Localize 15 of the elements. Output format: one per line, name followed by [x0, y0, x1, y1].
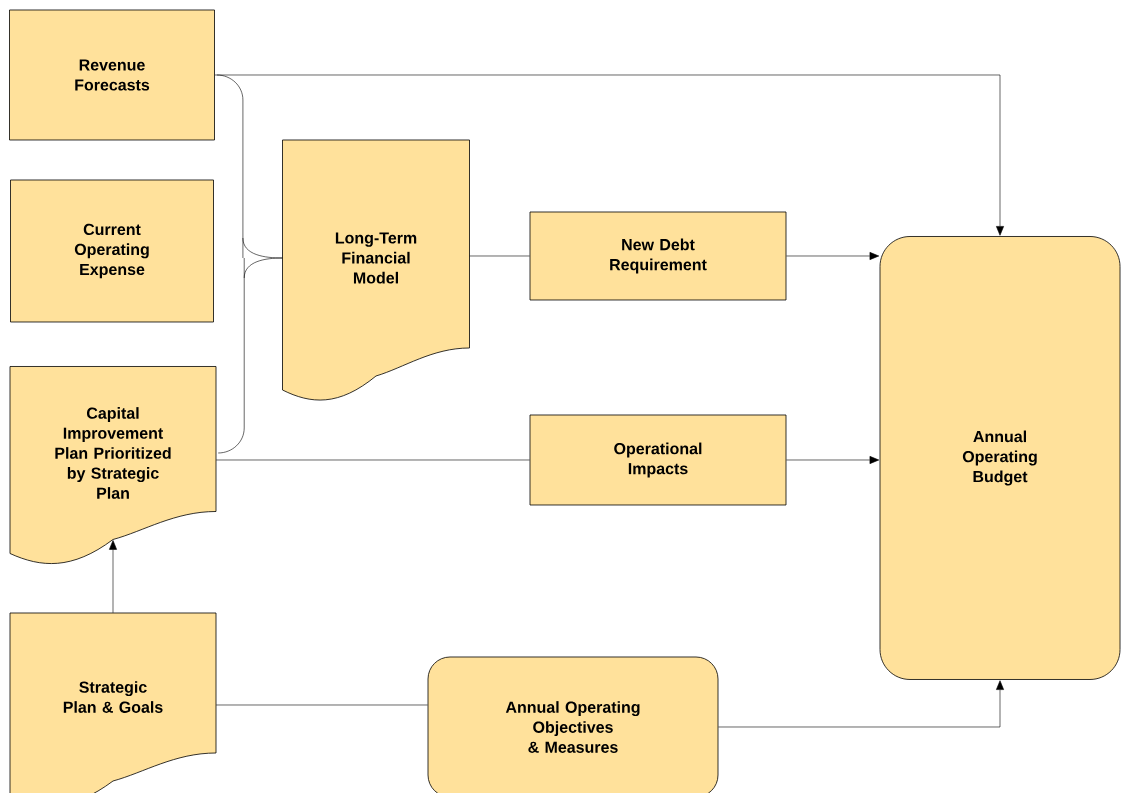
brace — [217, 257, 283, 454]
arrow — [718, 680, 1004, 728]
arrow — [109, 540, 117, 614]
process-box: New Debt Requirement — [529, 211, 787, 301]
arrow — [786, 456, 880, 464]
rounded-box: Annual Operating Budget — [879, 236, 1121, 680]
process-box: Operational Impacts — [529, 414, 787, 506]
arrow — [786, 252, 880, 260]
connector-line — [215, 459, 530, 461]
process-box: Current Operating Expense — [10, 179, 214, 323]
process-box: Revenue Forecasts — [9, 9, 215, 141]
rounded-box: Annual Operating Objectives & Measures — [427, 656, 719, 793]
arrow — [214, 74, 1004, 236]
connector-line — [215, 704, 428, 706]
connector-line — [469, 255, 530, 257]
